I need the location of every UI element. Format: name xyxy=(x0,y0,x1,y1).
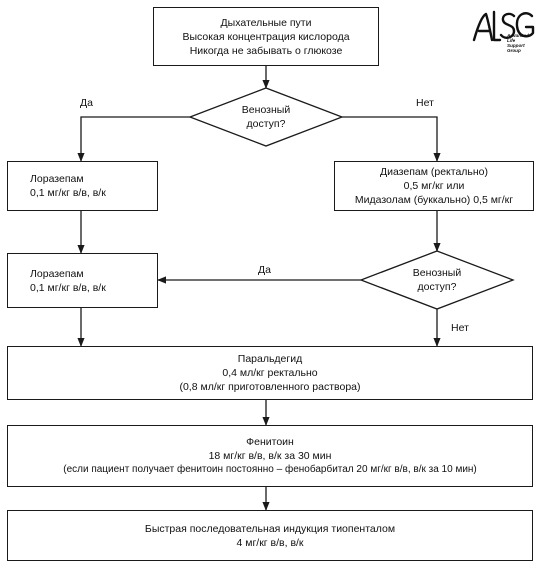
phenytoin-line-3: (если пациент получает фенитоин постоянн… xyxy=(63,464,477,475)
decision2-yes-label: Да xyxy=(258,264,271,276)
logo-sub-4: Group xyxy=(507,48,521,53)
lorazepam1-line-1: Лоразепам xyxy=(30,173,84,185)
lorazepam1-line-2: 0,1 мг/кг в/в, в/к xyxy=(30,187,106,199)
logo-subtitle: Advanced Life Support Group xyxy=(507,33,529,53)
diazepam-line-1: Диазепам (ректально) xyxy=(379,166,489,178)
logo-sub-3: Support xyxy=(507,43,525,48)
lorazepam2-line-2: 0,1 мг/кг в/в, в/к xyxy=(30,281,106,294)
decision2-line-2: доступ? xyxy=(417,281,457,293)
thiopental-line-1: Быстрая последовательная индукция тиопен… xyxy=(144,522,396,535)
decision2-text: Венозный доступ? xyxy=(397,266,477,294)
lorazepam-box-2: Лоразепам 0,1 мг/кг в/в, в/к xyxy=(7,253,158,308)
edge-decision1-yes xyxy=(77,116,190,162)
paraldehyde-box: Паральдегид 0,4 мл/кг ректально (0,8 мл/… xyxy=(7,346,533,400)
start-box: Дыхательные пути Высокая концентрация ки… xyxy=(153,7,379,66)
decision1-line-2: доступ? xyxy=(246,118,286,130)
decision1-line-1: Венозный xyxy=(241,104,291,116)
paraldehyde-line-3: (0,8 мл/кг приготовленного раствора) xyxy=(179,381,361,393)
paraldehyde-line-2: 0,4 мл/кг ректально xyxy=(222,367,318,379)
decision2-no-label: Нет xyxy=(451,322,469,334)
start-line-2: Высокая концентрация кислорода xyxy=(182,30,350,43)
lorazepam2-line-1: Лоразепам xyxy=(30,267,84,280)
decision2-line-1: Венозный xyxy=(412,267,462,279)
diazepam-line-2: 0,5 мг/кг или xyxy=(403,180,465,192)
paraldehyde-line-1: Паральдегид xyxy=(237,353,303,365)
logo-sub-2: Life xyxy=(507,38,516,43)
thiopental-box: Быстрая последовательная индукция тиопен… xyxy=(7,510,533,561)
decision1-yes-label: Да xyxy=(80,97,93,109)
decision-diamond-1 xyxy=(188,87,344,147)
phenytoin-box: Фенитоин 18 мг/кг в/в, в/к за 30 мин (ес… xyxy=(7,425,533,487)
decision-diamond-2 xyxy=(359,250,515,310)
thiopental-line-2: 4 мг/кг в/в, в/к xyxy=(236,536,304,549)
logo-sub-1: Advanced xyxy=(507,33,529,38)
decision1-no-label: Нет xyxy=(416,97,434,109)
start-line-1: Дыхательные пути xyxy=(220,16,312,29)
diazepam-box: Диазепам (ректально) 0,5 мг/кг или Мидаз… xyxy=(334,161,534,211)
lorazepam-box-1: Лоразепам 0,1 мг/кг в/в, в/к xyxy=(7,161,158,211)
phenytoin-line-2: 18 мг/кг в/в, в/к за 30 мин xyxy=(208,450,332,462)
start-line-3: Никогда не забывать о глюкозе xyxy=(189,44,343,57)
edge-decision1-no xyxy=(342,116,441,162)
diazepam-line-3: Мидазолам (буккально) 0,5 мг/кг xyxy=(354,194,514,206)
alsg-logo xyxy=(472,10,535,42)
decision1-text: Венозный доступ? xyxy=(226,103,306,131)
phenytoin-line-1: Фенитоин xyxy=(246,436,294,448)
